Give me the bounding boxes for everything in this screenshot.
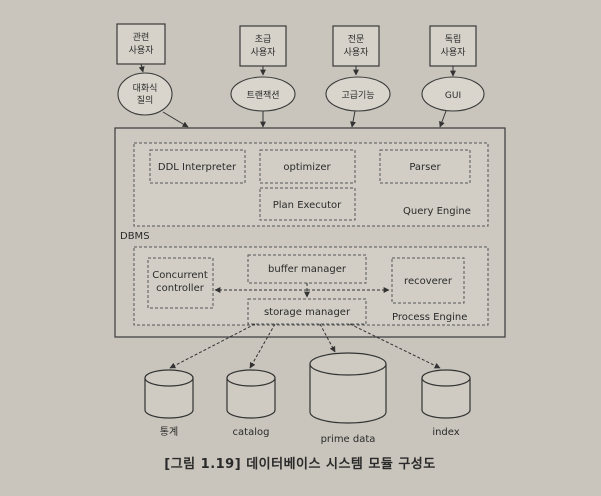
user-boxes: 관련 사용자 초급 사용자 전문 사용자 독립 사용자: [116, 23, 477, 67]
prime-data-label: prime data: [321, 434, 376, 445]
user-box-1: [116, 23, 166, 65]
stats-label: 통계: [160, 426, 178, 438]
interface-label-3: 고급기능: [341, 90, 374, 101]
interface-label-2: 트랜잭션: [246, 90, 279, 101]
arrow-interface3: [350, 110, 356, 128]
prime-data-cylinder: [309, 352, 387, 424]
user-label-2a: 초급: [255, 34, 272, 45]
arrow-to-index: [349, 323, 441, 369]
concurrent-controller-box: [147, 257, 214, 309]
query-engine-label: Query Engine: [403, 206, 471, 217]
arrow-to-catalog: [249, 323, 276, 369]
ddl-interpreter-box: [149, 149, 246, 184]
dbms-label: DBMS: [120, 231, 150, 242]
interface-ellipse-3: [325, 76, 391, 112]
optimizer-box: [259, 149, 356, 184]
index-label: index: [432, 427, 459, 438]
user-to-interface-arrows: [138, 63, 456, 77]
ddl-interpreter-label: DDL Interpreter: [158, 162, 237, 173]
interface-label-4: GUI: [445, 91, 461, 101]
user-label-3a: 전문: [348, 34, 365, 45]
parser-box: [379, 149, 471, 184]
arrow-user1: [138, 63, 145, 73]
user-label-1b: 사용자: [129, 45, 155, 56]
user-label-3b: 사용자: [344, 47, 370, 58]
index-cylinder: [421, 369, 471, 419]
process-internal-arrows: [214, 283, 390, 298]
arrow-to-prime: [319, 323, 336, 353]
user-box-4: [429, 25, 477, 67]
interface-ellipse-1: [117, 72, 173, 116]
recoverer-box: [391, 257, 465, 304]
plan-executor-label: Plan Executor: [273, 200, 342, 211]
interface-ellipses: 대화식 질의 트랜잭션 고급기능 GUI: [117, 72, 485, 116]
user-label-2b: 사용자: [251, 47, 277, 58]
arrow-interface1: [162, 111, 189, 128]
process-engine-box: [133, 246, 489, 326]
catalog-label: catalog: [233, 427, 270, 438]
query-engine-box: [133, 142, 489, 227]
storage-manager-label: storage manager: [264, 307, 351, 318]
interface-to-dbms-arrows: [162, 110, 447, 128]
plan-executor-box: [259, 187, 356, 221]
recoverer-label: recoverer: [404, 276, 453, 287]
arrow-to-stats: [169, 323, 256, 369]
storage-cylinders: 통계 catalog prime data index: [144, 352, 471, 445]
buffer-manager-label: buffer manager: [268, 264, 347, 275]
user-box-2: [239, 25, 287, 67]
user-label-4b: 사용자: [441, 47, 467, 58]
concurrent-controller-label-b: controller: [156, 283, 205, 294]
interface-label-1b: 질의: [137, 94, 154, 106]
interface-label-1a: 대화식: [133, 83, 158, 94]
parser-label: Parser: [409, 162, 441, 173]
user-label-1a: 관련: [133, 32, 150, 43]
dbms-to-storage-arrows: [169, 323, 441, 369]
optimizer-label: optimizer: [283, 162, 331, 173]
concurrent-controller-label-a: Concurrent: [152, 270, 208, 281]
stats-cylinder: [144, 369, 194, 419]
arrow-interface4: [439, 110, 447, 128]
interface-ellipse-4: [421, 76, 485, 112]
user-box-3: [332, 25, 380, 67]
user-label-4a: 독립: [445, 34, 462, 45]
catalog-cylinder: [226, 369, 276, 419]
process-engine-label: Process Engine: [392, 312, 467, 323]
storage-manager-box: [247, 298, 367, 325]
figure-caption: [그림 1.19] 데이터베이스 시스템 모듈 구성도: [164, 456, 435, 472]
